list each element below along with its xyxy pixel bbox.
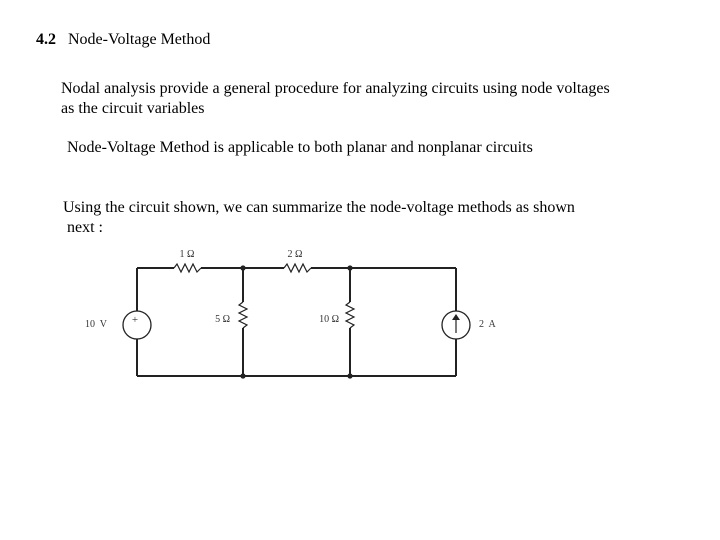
node-dot	[240, 373, 246, 379]
paragraph-line: Using the circuit shown, we can summariz…	[63, 199, 575, 216]
paragraph-line: Node-Voltage Method is applicable to bot…	[67, 139, 533, 156]
label-10ohm: 10 Ω	[319, 314, 339, 325]
current-arrow-icon	[452, 314, 460, 320]
label-2a: 2 A	[479, 319, 496, 330]
resistor-10ohm	[344, 301, 356, 329]
label-5ohm: 5 Ω	[215, 314, 230, 325]
paragraph-line: Nodal analysis provide a general procedu…	[61, 80, 610, 97]
resistor-2ohm	[283, 262, 312, 274]
section-number: 4.2	[36, 31, 56, 48]
section-title: Node-Voltage Method	[68, 31, 211, 48]
node-dot	[347, 265, 353, 271]
node-dot	[240, 265, 246, 271]
paragraph-nodal-analysis: Nodal analysis provide a general procedu…	[61, 79, 610, 119]
paragraph-line: as the circuit variables	[61, 100, 205, 117]
paragraph-applicability: Node-Voltage Method is applicable to bot…	[67, 138, 533, 158]
label-2ohm: 2 Ω	[288, 249, 303, 260]
node-dot	[347, 373, 353, 379]
paragraph-line: next :	[63, 219, 103, 236]
resistor-5ohm	[237, 301, 249, 329]
section-heading: 4.2 Node-Voltage Method	[36, 30, 210, 50]
label-10v: 10 V	[85, 319, 108, 330]
resistor-1ohm	[173, 262, 202, 274]
paragraph-summary: Using the circuit shown, we can summariz…	[63, 198, 575, 238]
voltage-source-sign: +	[132, 314, 138, 326]
label-1ohm: 1 Ω	[180, 249, 195, 260]
